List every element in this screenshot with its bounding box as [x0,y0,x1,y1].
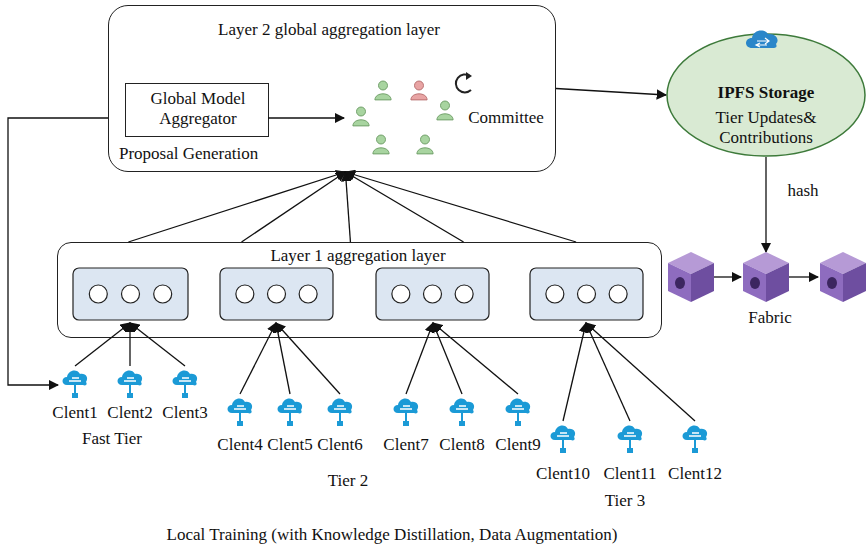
refresh-icon [456,72,472,92]
feedback-line [8,118,108,385]
client-icon [450,398,475,426]
arrow [789,276,818,277]
upload-arrow [129,323,130,366]
connector-arrow [128,172,345,242]
client-icon [228,398,253,426]
connector-arrow [345,172,463,242]
text-label: Clent7 [383,436,428,455]
client-icon [173,370,198,398]
text-label: Clent5 [267,436,312,455]
text-label: Clent10 [536,465,590,484]
cloud-storage-icon [746,31,778,48]
text-label: Clent4 [217,436,262,455]
client-icon [506,398,531,426]
model-slot [89,285,107,303]
text-label: Committee [468,109,544,128]
connector-arrow [556,89,666,96]
text-label: Tier 3 [605,492,645,511]
model-slot [268,285,286,303]
text-label: Local Training (with Knowledge Distillat… [167,526,618,545]
arrow [714,276,741,277]
model-slot [392,285,410,303]
upload-arrow [406,323,433,394]
storage-ellipse: IPFS StorageTier Updates& Contributions [666,33,866,157]
node-text: Tier Updates& Contributions [696,108,836,149]
arrow [765,157,766,252]
process-box: Layer 2 global aggregation layerProposal… [108,5,556,172]
model-slot [424,285,442,303]
model-slot [236,285,254,303]
upload-arrow [130,323,185,366]
upload-arrow [563,323,586,421]
upload-arrow [586,323,630,421]
node-title: Layer 1 aggregation layer [58,246,658,266]
text-label: Clent9 [495,436,540,455]
node-title: Global Model Aggregator [132,89,264,130]
upload-arrow [586,323,695,421]
client-icon [618,425,643,453]
model-slot [299,285,317,303]
committee-member [353,81,453,154]
text-label: Tier 2 [328,472,368,491]
text-label: Fabric [748,309,791,328]
tier-aggregator [73,268,643,320]
text-label: hash [787,182,818,201]
upload-arrow [75,323,130,366]
client-icon [278,398,303,426]
connector-arrow [242,172,346,242]
upload-arrow [433,323,462,394]
client-icon [551,425,576,453]
upload-arrow [276,323,290,394]
client-icon [394,398,419,426]
blockchain-block [668,252,866,302]
text-label: Fast Tier [82,430,142,449]
model-slot [154,285,172,303]
text-label: Clent3 [162,404,207,423]
model-slot [122,285,140,303]
node-title: Layer 2 global aggregation layer [149,20,509,40]
client-icon [118,370,143,398]
upload-arrow [433,323,518,394]
model-slot [609,285,627,303]
text-label: Clent12 [668,465,722,484]
model-slot [546,285,564,303]
text-label: Clent2 [107,404,152,423]
upload-arrow [240,323,276,394]
node-title: IPFS Storage [676,83,856,103]
text-label: Clent8 [439,436,484,455]
text-label: Clent1 [52,404,97,423]
process-box: Global Model Aggregator [125,83,269,137]
connector-arrow [345,172,350,242]
node-text: Proposal Generation [119,144,339,164]
client-icon [683,425,708,453]
arrow [268,117,344,118]
connector-arrow [345,172,576,242]
model-slot [578,285,596,303]
text-label: Clent11 [603,465,656,484]
model-slot [455,285,473,303]
text-label: Clent6 [317,436,362,455]
client-icon [328,398,353,426]
model-slot [89,285,627,303]
client-icon [63,370,88,398]
upload-arrow [276,323,340,394]
